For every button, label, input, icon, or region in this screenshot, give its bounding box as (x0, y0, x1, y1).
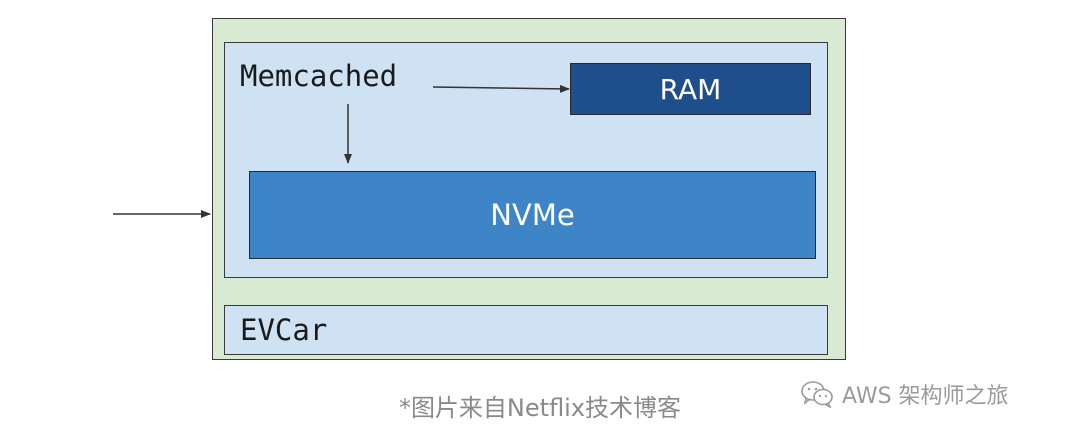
ram-box: RAM (570, 63, 811, 115)
evcar-label: EVCar (240, 313, 328, 347)
watermark-text: AWS 架构师之旅 (842, 384, 1009, 409)
evcar-container (224, 305, 828, 355)
ram-label: RAM (659, 72, 722, 106)
wechat-icon (800, 380, 834, 408)
watermark: AWS 架构师之旅 (800, 378, 1009, 410)
figure-caption: *图片来自Netflix技术博客 (398, 394, 682, 422)
memcached-label: Memcached (240, 59, 398, 93)
nvme-label: NVMe (490, 198, 575, 232)
nvme-box: NVMe (249, 171, 816, 259)
